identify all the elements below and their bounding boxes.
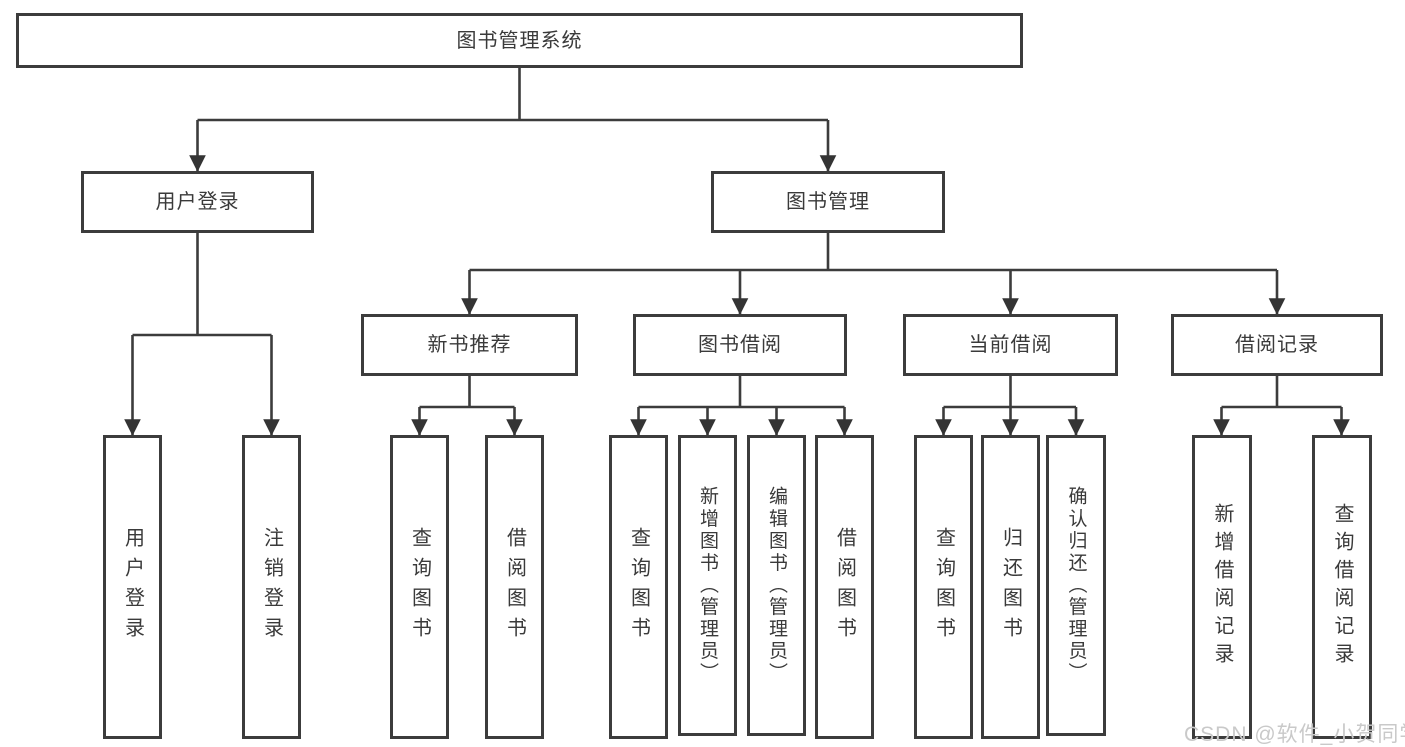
node-book-mgmt: 图书管理 [711,171,945,233]
connectors-book-borrow [630,376,853,436]
node-leaf-borrow-book-2: 借阅图书 [815,435,874,739]
node-leaf-logout: 注销登录 [242,435,301,739]
node-book-mgmt-label: 图书管理 [786,191,870,213]
node-leaf-logout-label: 注销登录 [260,527,283,647]
node-leaf-query-book-1-label: 查询图书 [408,527,431,647]
node-borrow-record: 借阅记录 [1171,314,1383,376]
node-leaf-add-record-label: 新增借阅记录 [1211,503,1233,671]
connectors-user-login [124,233,280,436]
connectors-new-book-rec [411,376,523,436]
node-book-borrow-label: 图书借阅 [698,334,782,356]
node-leaf-add-record: 新增借阅记录 [1192,435,1252,739]
node-leaf-user-login-label: 用户登录 [121,527,144,647]
node-user-login: 用户登录 [81,171,314,233]
node-leaf-user-login: 用户登录 [103,435,162,739]
node-leaf-query-book-2-label: 查询图书 [627,527,650,647]
connectors-borrow-record [1213,376,1350,436]
node-book-borrow: 图书借阅 [633,314,847,376]
node-current-borrow-label: 当前借阅 [968,334,1053,356]
node-leaf-query-book-3: 查询图书 [914,435,973,739]
connectors-current-borrow [935,376,1085,436]
node-leaf-edit-book-label: 编辑图书（管理员） [766,486,787,685]
node-user-login-label: 用户登录 [155,191,240,213]
node-new-book-rec-label: 新书推荐 [427,334,512,356]
node-leaf-confirm-return: 确认归还（管理员） [1046,435,1106,736]
node-leaf-query-book-3-label: 查询图书 [932,527,955,647]
connectors-book-mgmt [461,233,1286,315]
watermark-text: CSDN @软件_小贺同学 [1184,723,1405,746]
node-leaf-add-book-label: 新增图书（管理员） [697,486,718,685]
node-root: 图书管理系统 [16,13,1023,68]
node-root-label: 图书管理系统 [456,29,583,52]
node-leaf-return-book-label: 归还图书 [999,527,1022,647]
node-leaf-return-book: 归还图书 [981,435,1040,739]
node-leaf-query-record: 查询借阅记录 [1312,435,1372,739]
node-leaf-borrow-book-2-label: 借阅图书 [833,527,856,647]
node-leaf-edit-book: 编辑图书（管理员） [747,435,806,736]
connectors-root [189,68,837,172]
node-leaf-confirm-return-label: 确认归还（管理员） [1065,486,1087,685]
node-leaf-query-book-2: 查询图书 [609,435,668,739]
node-leaf-borrow-book-1-label: 借阅图书 [503,527,526,647]
node-leaf-add-book: 新增图书（管理员） [678,435,737,736]
node-leaf-borrow-book-1: 借阅图书 [485,435,544,739]
node-current-borrow: 当前借阅 [903,314,1118,376]
node-new-book-rec: 新书推荐 [361,314,578,376]
node-leaf-query-book-1: 查询图书 [390,435,449,739]
node-borrow-record-label: 借阅记录 [1235,334,1319,356]
node-leaf-query-record-label: 查询借阅记录 [1331,503,1353,671]
